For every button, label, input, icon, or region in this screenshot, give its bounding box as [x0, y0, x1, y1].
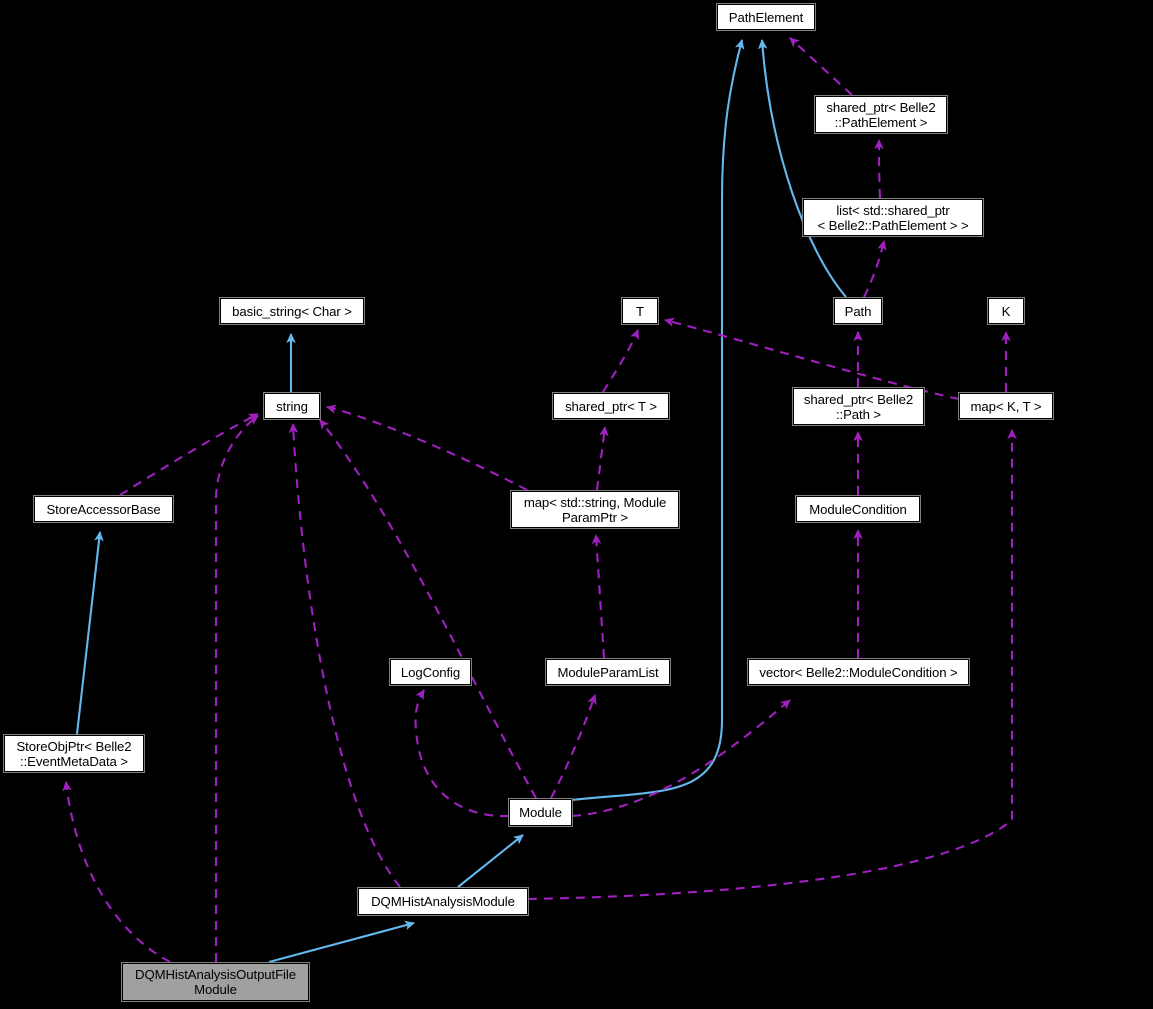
class-node-label: shared_ptr< Belle2 ::PathElement > [826, 99, 936, 130]
edge-moduleparamlist-mapstringmpp [591, 534, 606, 659]
class-node-label: DQMHistAnalysisOutputFile Module [135, 967, 296, 997]
class-node-label: list< std::shared_ptr < Belle2::PathElem… [817, 202, 969, 233]
edge-path-listpe [863, 240, 887, 298]
edge-dqmoutput-storeobjptr [62, 781, 171, 963]
class-node-list_sharedptr_pathelement[interactable]: list< std::shared_ptr < Belle2::PathElem… [803, 199, 983, 236]
edge-dqmmodule-string [288, 423, 401, 888]
class-node-storeobjptr_eventmetadata[interactable]: StoreObjPtr< Belle2 ::EventMetaData > [4, 735, 144, 772]
edge-listpe-sharedptrpe [874, 139, 884, 199]
edge-storeobjptr-storeaccessorbase [75, 531, 104, 735]
class-node-label: ModuleParamList [557, 664, 659, 680]
class-node-label: ModuleCondition [809, 501, 907, 517]
class-node-label: map< K, T > [970, 398, 1042, 414]
class-node-label: T [636, 303, 644, 319]
class-node-label: basic_string< Char > [232, 303, 352, 319]
class-node-label: shared_ptr< Belle2 ::Path > [803, 391, 914, 422]
class-node-sharedptr_path[interactable]: shared_ptr< Belle2 ::Path > [793, 388, 924, 425]
edge-module-string [319, 419, 537, 799]
class-node-dqmhistanalysisoutputfilemodule[interactable]: DQMHistAnalysisOutputFile Module [122, 963, 309, 1001]
class-node-path[interactable]: Path [834, 298, 882, 324]
class-node-label: StoreObjPtr< Belle2 ::EventMetaData > [16, 738, 132, 769]
class-node-logconfig[interactable]: LogConfig [390, 659, 471, 685]
class-node-t[interactable]: T [622, 298, 658, 324]
class-node-vector_modulecondition[interactable]: vector< Belle2::ModuleCondition > [748, 659, 969, 685]
class-node-label: vector< Belle2::ModuleCondition > [759, 664, 958, 680]
class-node-label: map< std::string, Module ParamPtr > [523, 494, 667, 525]
class-node-label: LogConfig [400, 664, 461, 680]
edge-sharedptrpe-pathelement [789, 37, 853, 96]
edge-dqmmodule-module [457, 834, 524, 888]
edge-mapstringmpp-string [326, 404, 528, 491]
class-node-modulecondition[interactable]: ModuleCondition [796, 496, 920, 522]
edge-dqmoutput-dqmmodule [268, 920, 415, 964]
class-node-pathelement[interactable]: PathElement [717, 4, 815, 30]
inheritance-edges [75, 39, 847, 964]
edge-module-logconfig [414, 689, 510, 818]
class-node-label: Module [519, 805, 562, 820]
class-node-label: PathElement [728, 9, 804, 25]
class-node-map_k_t[interactable]: map< K, T > [959, 393, 1053, 419]
class-node-module[interactable]: Module [509, 799, 572, 826]
class-node-sharedptr_t[interactable]: shared_ptr< T > [553, 393, 669, 419]
edge-path-pathelement [757, 39, 847, 298]
class-node-string[interactable]: string [264, 393, 320, 419]
class-node-sharedptr_pathelement[interactable]: shared_ptr< Belle2 ::PathElement > [815, 96, 947, 133]
class-node-label: shared_ptr< T > [565, 398, 657, 414]
class-node-label: StoreAccessorBase [46, 501, 161, 517]
edge-storeaccessorbase-string [119, 413, 259, 496]
class-node-dqmhistanalysismodule[interactable]: DQMHistAnalysisModule [358, 888, 528, 915]
class-node-label: K [1001, 303, 1011, 319]
edge-module-moduleparamlist [550, 694, 597, 799]
class-node-basic_string[interactable]: basic_string< Char > [220, 298, 364, 324]
class-node-label: string [276, 398, 308, 414]
class-node-label: DQMHistAnalysisModule [371, 894, 515, 909]
class-node-label: Path [844, 303, 872, 319]
edge-module-pathelement [571, 39, 745, 802]
edge-sharedptrt-t [602, 329, 640, 393]
edge-module-vectormc [571, 699, 791, 818]
class-node-map_string_moduleparamptr[interactable]: map< std::string, Module ParamPtr > [511, 491, 679, 528]
edge-dqmoutput-string [214, 415, 259, 962]
edge-mapstringmpp-sharedptrt [595, 426, 609, 491]
class-node-moduleparamlist[interactable]: ModuleParamList [546, 659, 670, 685]
class-node-k[interactable]: K [988, 298, 1024, 324]
class-node-storeaccessorbase[interactable]: StoreAccessorBase [34, 496, 173, 522]
